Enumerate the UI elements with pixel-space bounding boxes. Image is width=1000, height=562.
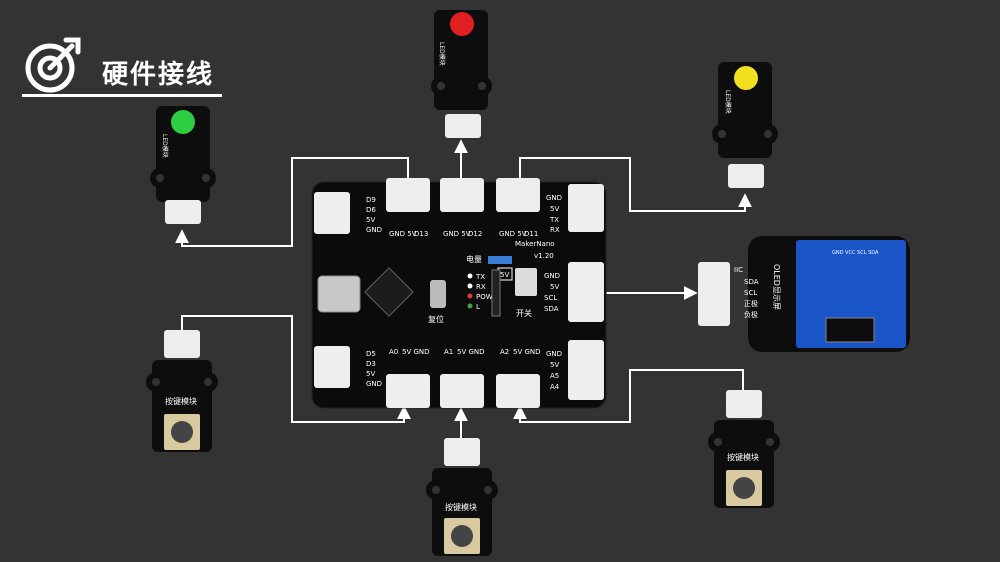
button-module-left: 按键模块: [146, 330, 218, 452]
right-top-pin-0: GND: [546, 194, 562, 202]
right-bottom-pin-2: A5: [550, 372, 559, 380]
battery-indicator: [488, 256, 512, 264]
left-bottom-pin-3: GND: [366, 380, 382, 388]
port-a1-pins: 5V GND: [457, 348, 485, 356]
left-bottom-pin-0: D5: [366, 350, 376, 358]
left-top-pin-1: D6: [366, 206, 376, 214]
port-a2-pins: 5V GND: [513, 348, 541, 356]
wire-button-right: [513, 369, 744, 423]
left-connectors: D9 D6 5V GND D5 D3 5V GND: [314, 192, 382, 388]
yellow-led-bulb: [734, 66, 758, 90]
port-a0-signal: A0: [389, 348, 398, 356]
button-right-label: 按键模块: [727, 452, 759, 462]
left-bottom-pin-1: D3: [366, 360, 376, 368]
right-top-pin-2: TX: [549, 216, 559, 224]
red-led-bulb: [450, 12, 474, 36]
button-center-cap: [451, 525, 473, 547]
right-top-pin-3: RX: [550, 226, 560, 234]
port-d11-pins: GND 5V: [499, 230, 527, 238]
left-top-pin-0: D9: [366, 196, 376, 204]
led-l-label: L: [476, 303, 480, 311]
left-bottom-pin-2: 5V: [366, 370, 375, 378]
reset-label: 复位: [428, 314, 444, 324]
port-d12-signal: D12: [468, 230, 482, 238]
board-version: v1.20: [534, 252, 554, 260]
right-bottom-pin-0: GND: [546, 350, 562, 358]
maker-nano-board: GND 5V D13 GND 5V D12 GND 5V D11 A0 5V G…: [311, 178, 607, 409]
button-module-center: 按键模块: [426, 438, 498, 556]
led-green-label: LED模块: [161, 134, 169, 158]
port-a0-pins: 5V GND: [402, 348, 430, 356]
right-connectors: GND 5V TX RX GND 5V SCL SDA GND 5V A5 A4: [544, 184, 604, 400]
oled-module: GND VCC SCL SDA IIC SDA SCL 正极 负极 OLED显示…: [698, 236, 910, 352]
port-d13-signal: D13: [414, 230, 428, 238]
wires: [175, 139, 752, 440]
port-a1-signal: A1: [444, 348, 453, 356]
oled-label: OLED显示屏: [772, 264, 781, 310]
oled-pin-gnd: 负极: [744, 310, 758, 319]
microcontroller-chip: [364, 267, 414, 317]
port-d13-pins: GND 5V: [389, 230, 417, 238]
power-label: 5V: [500, 271, 509, 279]
oled-pin-vcc: 正极: [744, 299, 758, 308]
led-pow-label: POW: [476, 293, 493, 301]
wiring-target-icon: [25, 37, 81, 93]
bottom-connectors: A0 5V GND A1 5V GND A2 5V GND: [386, 348, 541, 408]
button-left-cap: [171, 421, 193, 443]
right-mid-pin-0: GND: [544, 272, 560, 280]
button-module-right: 按键模块: [708, 390, 780, 508]
oled-pin-sda: SDA: [744, 278, 759, 286]
right-bottom-pin-1: 5V: [550, 361, 559, 369]
page-header: 硬件接线: [22, 32, 222, 97]
wire-led-green: [175, 157, 409, 247]
led-red-label: LED模块: [438, 42, 446, 66]
switch-label: 开关: [516, 308, 532, 318]
button-right-cap: [733, 477, 755, 499]
led-module-yellow: LED模块: [712, 62, 778, 188]
oled-bus-label: IIC: [734, 266, 743, 274]
right-mid-pin-3: SDA: [544, 305, 559, 313]
usb-port: [317, 275, 361, 313]
top-connectors: GND 5V D13 GND 5V D12 GND 5V D11: [386, 178, 540, 238]
oled-screen: [796, 240, 906, 348]
wire-led-yellow: [519, 157, 752, 212]
title-underline: [22, 94, 222, 97]
left-top-pin-2: 5V: [366, 216, 375, 224]
power-switch: [515, 268, 537, 296]
green-led-bulb: [171, 110, 195, 134]
port-a2-signal: A2: [500, 348, 509, 356]
right-mid-pin-2: SCL: [544, 294, 557, 302]
oled-header-pins: GND VCC SCL SDA: [832, 250, 879, 256]
right-bottom-pin-3: A4: [550, 383, 560, 391]
reset-button: [430, 280, 446, 308]
led-yellow-label: LED模块: [724, 90, 732, 114]
right-top-pin-1: 5V: [550, 205, 559, 213]
board-name: MakerNano: [515, 240, 555, 248]
led-rx-label: RX: [476, 283, 486, 291]
port-d12-pins: GND 5V: [443, 230, 471, 238]
battery-label: 电量: [466, 254, 482, 264]
oled-pin-scl: SCL: [744, 289, 757, 297]
right-mid-pin-1: 5V: [550, 283, 559, 291]
button-center-label: 按键模块: [445, 502, 477, 512]
led-module-red: LED模块: [431, 10, 492, 138]
status-leds: TX RX POW L: [467, 273, 493, 311]
led-tx-label: TX: [475, 273, 485, 281]
button-left-label: 按键模块: [165, 396, 197, 406]
page-title: 硬件接线: [102, 60, 215, 90]
port-d11-signal: D11: [524, 230, 538, 238]
led-module-green: LED模块: [150, 106, 216, 224]
wire-button-left: [181, 315, 411, 423]
left-top-pin-3: GND: [366, 226, 382, 234]
